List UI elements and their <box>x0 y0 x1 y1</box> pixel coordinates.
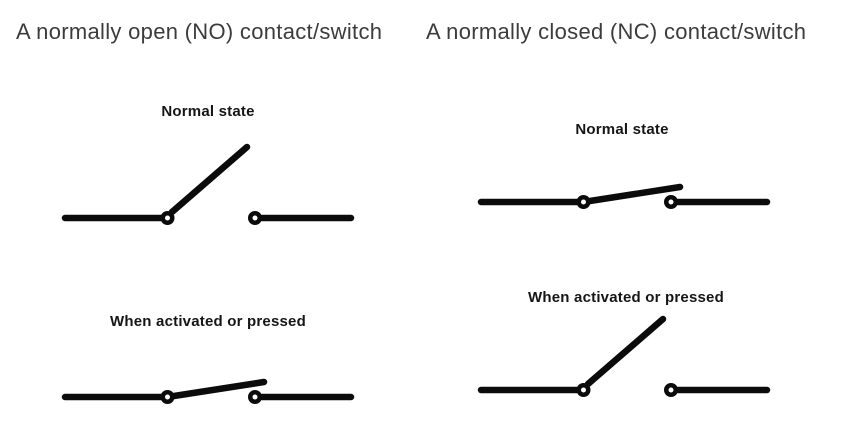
fixed-contact-icon <box>664 383 678 397</box>
lever-open-icon <box>584 315 667 388</box>
caption-nc-activated: When activated or pressed <box>528 289 724 306</box>
switch-diagram-nc-normal <box>477 183 771 209</box>
pivot-contact-icon <box>160 211 175 225</box>
lever-closed-icon <box>580 183 684 206</box>
switch-diagram-nc-activated <box>477 315 771 397</box>
lever-open-icon <box>168 143 251 216</box>
pivot-contact-icon <box>160 390 175 404</box>
pivot-contact-icon <box>576 195 591 209</box>
caption-no-activated: When activated or pressed <box>110 313 306 330</box>
panel-title-normally-closed: A normally closed (NC) contact/switch <box>426 19 807 44</box>
lever-closed-icon <box>164 378 268 401</box>
panel-title-normally-open: A normally open (NO) contact/switch <box>16 19 383 44</box>
switch-diagram-no-activated <box>61 378 355 404</box>
fixed-contact-icon <box>664 195 678 209</box>
fixed-contact-icon <box>248 390 262 404</box>
pivot-contact-icon <box>576 383 591 397</box>
caption-no-normal-state: Normal state <box>161 103 255 120</box>
fixed-contact-icon <box>248 211 262 225</box>
caption-nc-normal-state: Normal state <box>575 121 669 138</box>
switch-diagram-no-normal <box>61 143 355 225</box>
